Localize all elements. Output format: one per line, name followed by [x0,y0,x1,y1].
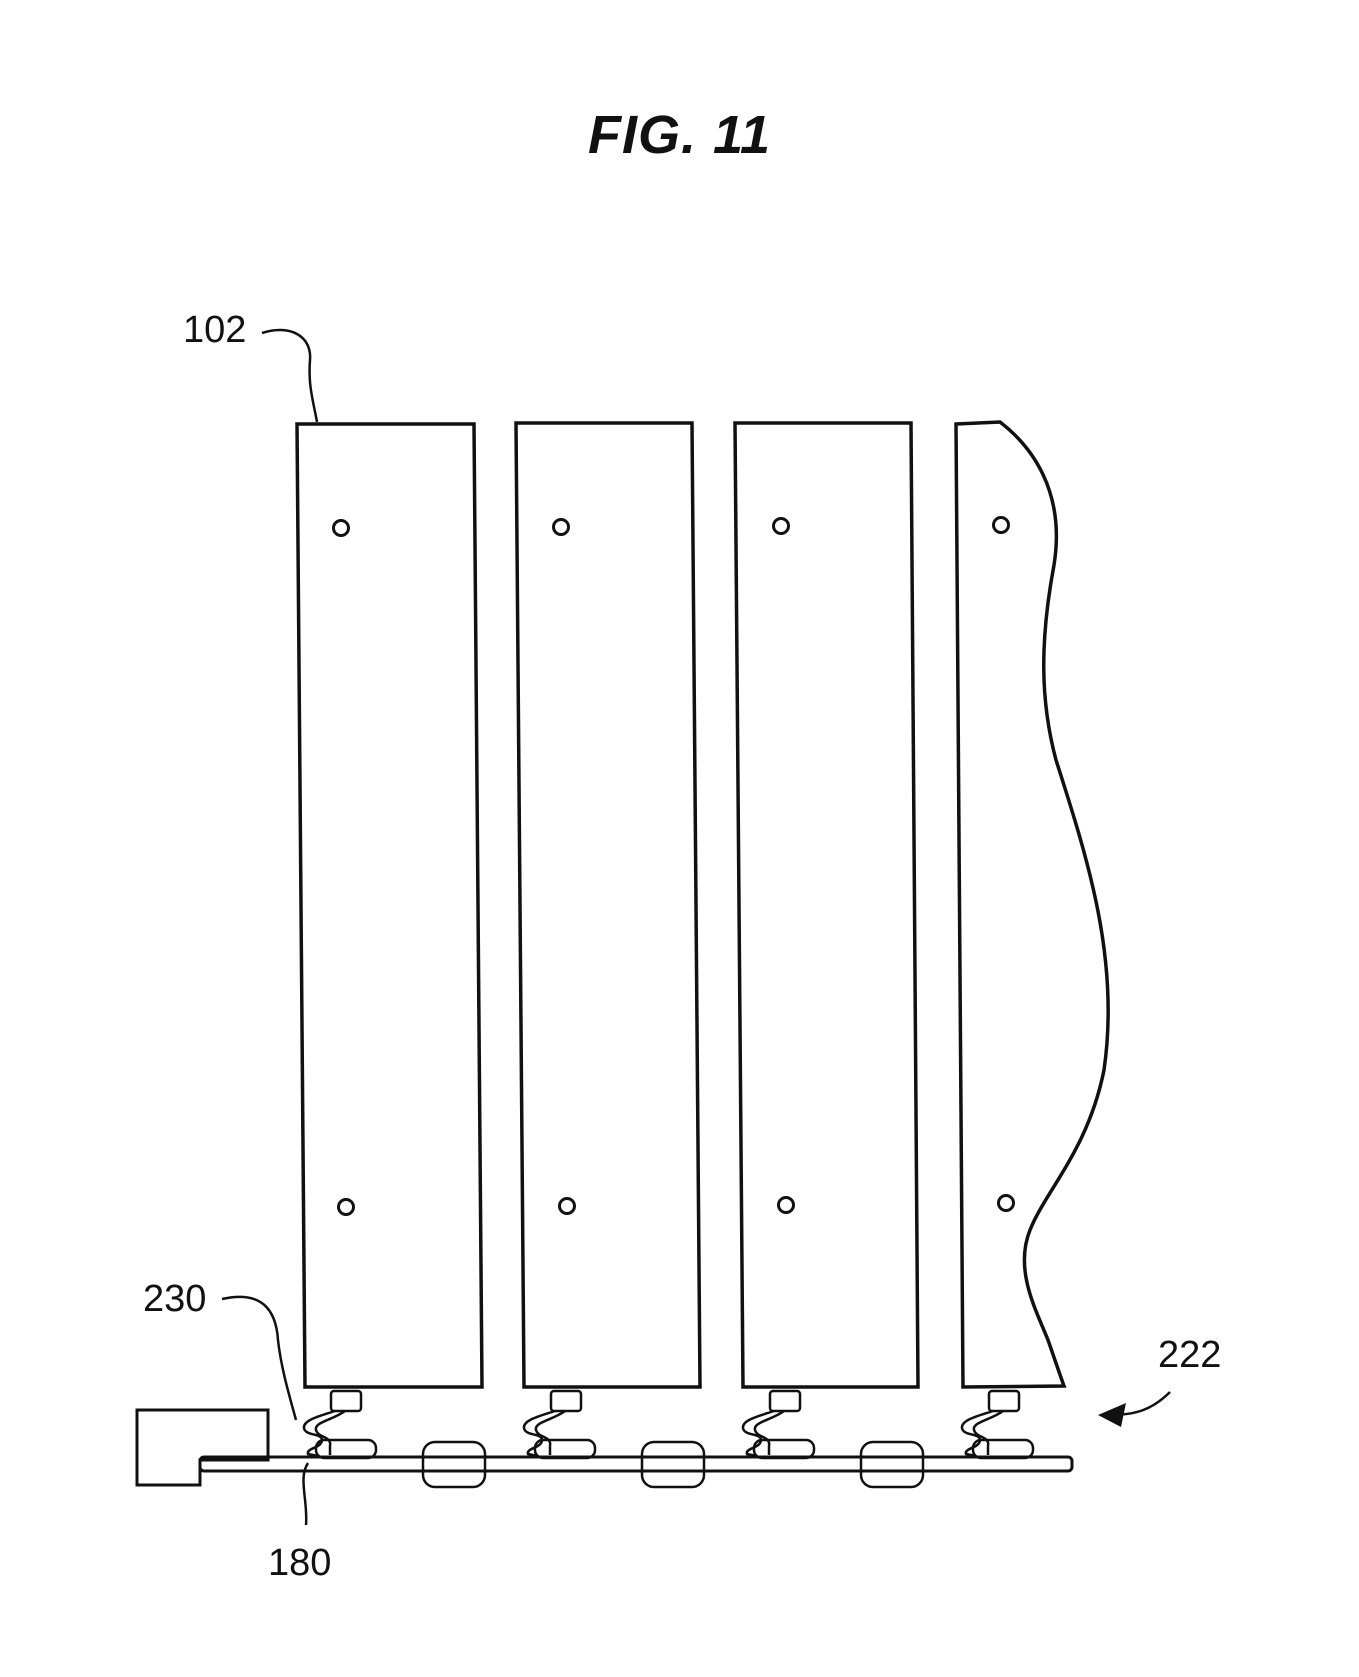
leader-180 [302,1462,310,1526]
panel-1 [295,422,484,1389]
spring-contact-1 [302,1409,346,1458]
spring-contact-4 [960,1409,1004,1458]
hole-3b [777,1196,795,1214]
hole-2a [552,518,570,536]
hole-1b [337,1198,355,1216]
spring-contact-2 [522,1409,566,1458]
component-3 [859,1440,925,1489]
arrow-222-head [1098,1403,1126,1427]
terminal-2 [549,1389,583,1413]
top-pad-2 [533,1438,597,1460]
hole-3a [772,517,790,535]
label-230: 230 [143,1278,207,1320]
top-pad-1 [314,1438,378,1460]
panel-2 [514,421,702,1389]
spring-contact-3 [741,1409,785,1458]
leader-102 [261,328,319,423]
figure-title: FIG. 11 [587,105,772,165]
top-pad-3 [752,1438,816,1460]
component-2 [640,1440,706,1489]
hole-2b [558,1197,576,1215]
terminal-4 [987,1389,1021,1413]
leader-230 [221,1295,298,1421]
panel-3 [733,421,920,1389]
terminal-3 [768,1389,802,1413]
hole-4b [997,1194,1015,1212]
connector-block [135,1408,270,1487]
hole-1a [332,519,350,537]
circuit-board [198,1455,1074,1473]
label-180: 180 [268,1542,332,1584]
component-1 [421,1440,487,1489]
hole-4a [992,516,1010,534]
top-pad-4 [971,1438,1035,1460]
label-222: 222 [1158,1334,1222,1376]
panel-4 [954,420,1110,1389]
terminal-1 [329,1389,363,1413]
label-102: 102 [183,309,247,351]
